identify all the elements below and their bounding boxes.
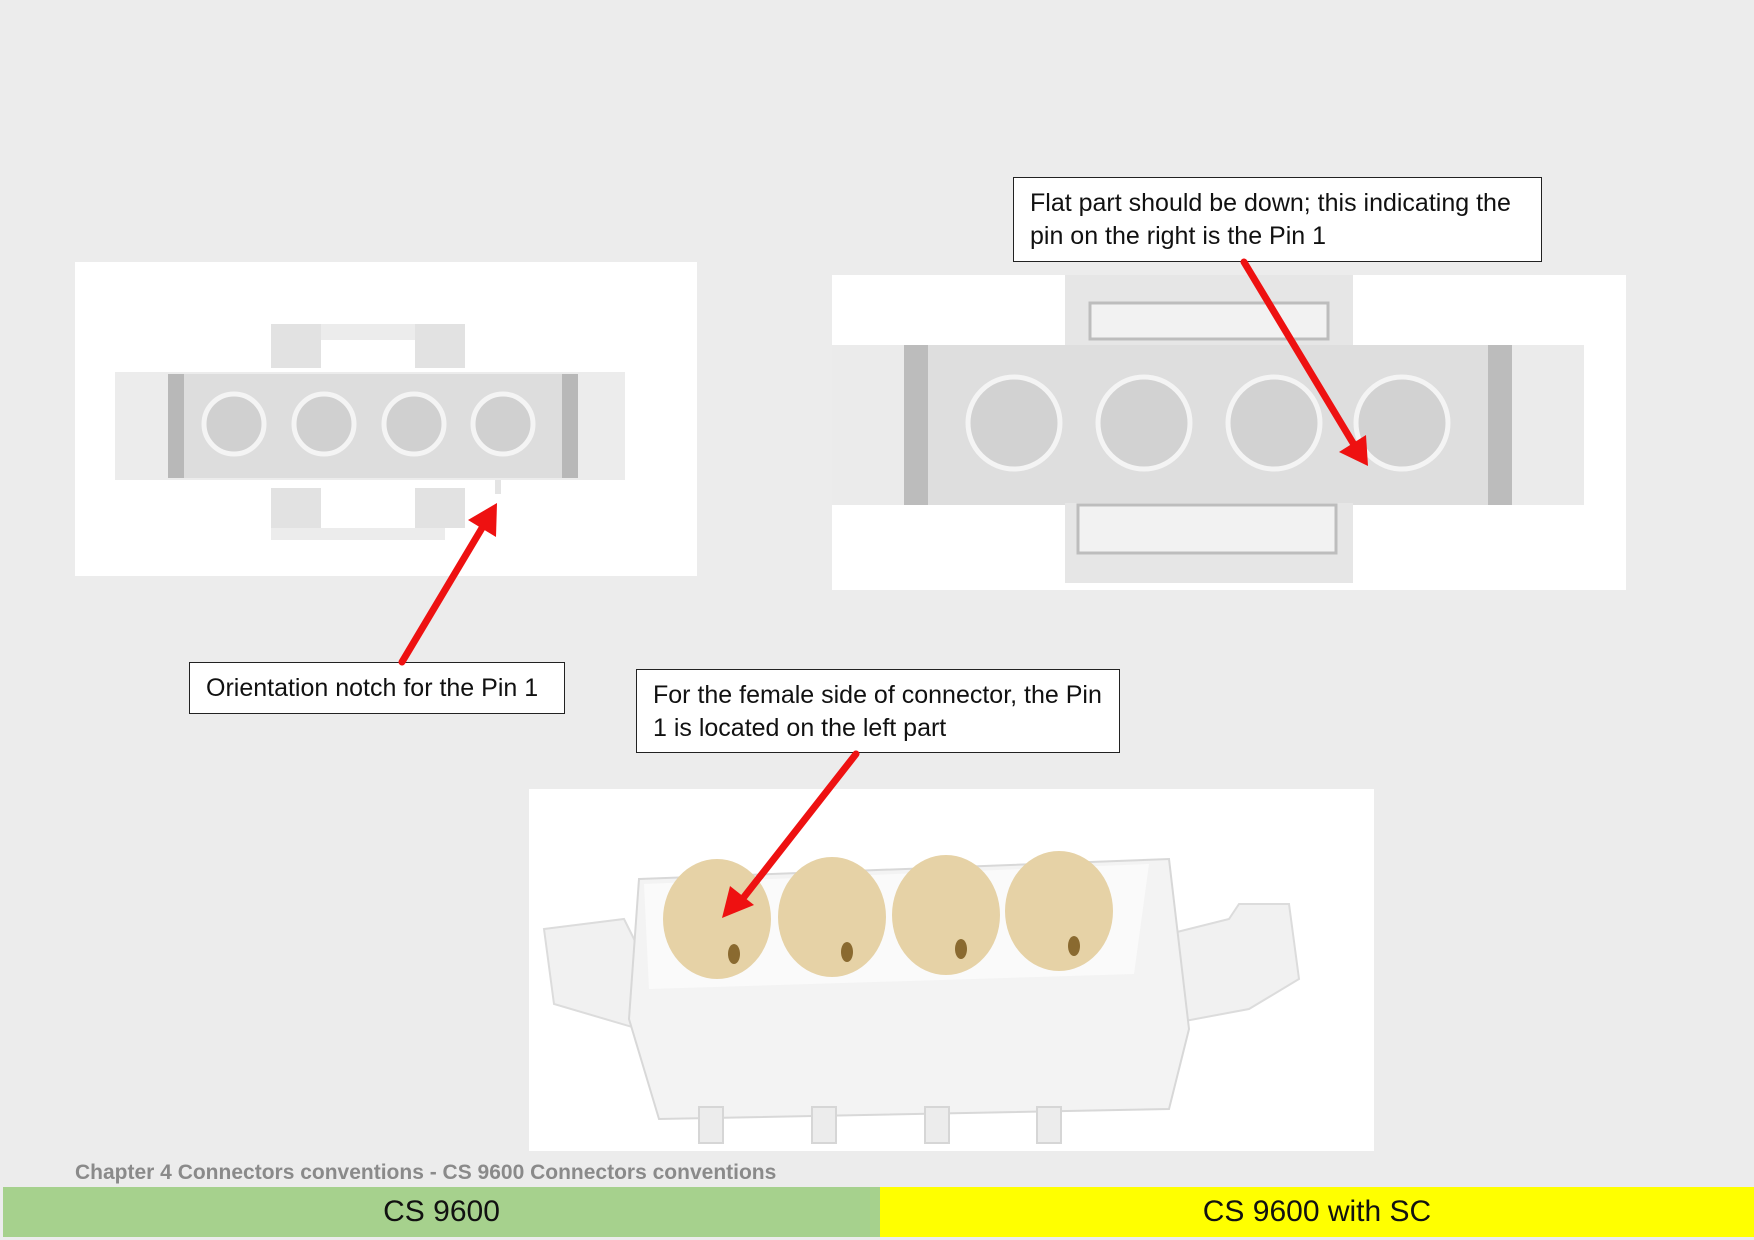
footer-caption: Chapter 4 Connectors conventions - CS 96… [75,1161,777,1184]
connector-front-view-image [75,262,697,576]
female-connector-image [529,789,1374,1151]
connector-rear-view-image [832,275,1626,590]
callout-female-side: For the female side of connector, the Pi… [636,669,1120,753]
callout-orientation-notch: Orientation notch for the Pin 1 [189,662,565,714]
tab-cs-9600[interactable]: CS 9600 [3,1187,880,1237]
tab-cs-9600-with-sc[interactable]: CS 9600 with SC [880,1187,1754,1237]
callout-flat-part: Flat part should be down; this indicatin… [1013,177,1542,262]
